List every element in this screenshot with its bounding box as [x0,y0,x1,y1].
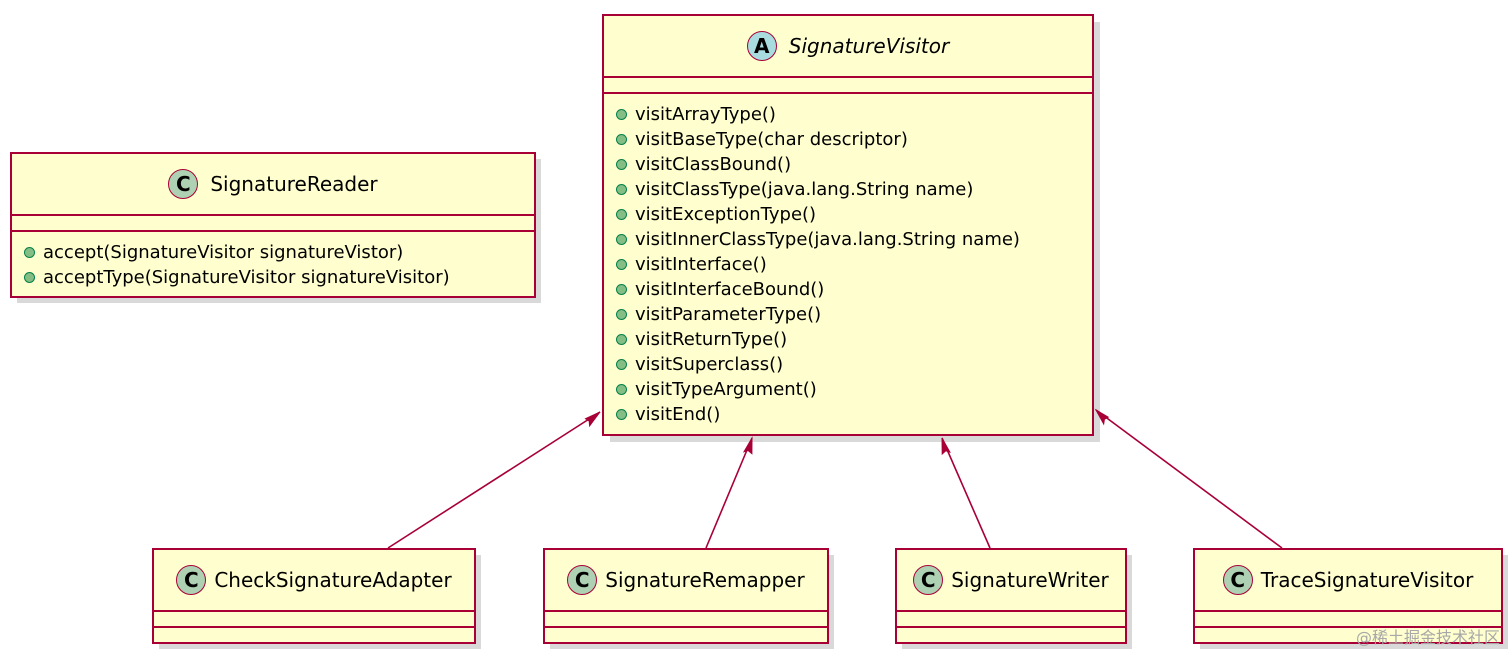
public-method-icon [616,209,627,220]
method-item: visitInnerClassType(java.lang.String nam… [616,227,1092,252]
arrowhead [742,436,753,455]
fields-section [12,216,534,232]
arrowhead [941,437,951,456]
method-item: visitTypeArgument() [616,377,1092,402]
check-signature-adapter-class: C CheckSignatureAdapter [152,548,476,644]
watermark: @稀土掘金技术社区 [1355,628,1500,647]
public-method-icon [616,234,627,245]
class-header: A SignatureVisitor [604,16,1092,78]
abstract-class-badge-icon: A [746,31,777,61]
methods-section [545,628,827,642]
method-item: visitInterfaceBound() [616,277,1092,302]
public-method-icon [616,159,627,170]
edge-signature-remapper [705,437,753,549]
class-header: C CheckSignatureAdapter [154,550,474,612]
public-method-icon [616,309,627,320]
public-method-icon [616,259,627,270]
edge-signature-writer [941,437,991,549]
public-method-icon [616,284,627,295]
class-name: SignatureRemapper [605,568,805,592]
trace-signature-visitor-class: C TraceSignatureVisitor [1193,548,1503,644]
signature-writer-class: C SignatureWriter [895,548,1127,644]
class-badge-icon: C [913,565,944,595]
method-item: accept(SignatureVisitor signatureVistor) [24,240,534,265]
class-name: SignatureReader [210,172,378,196]
fields-section [604,78,1092,94]
class-name: CheckSignatureAdapter [214,568,452,592]
class-name: SignatureWriter [951,568,1109,592]
method-item: visitExceptionType() [616,202,1092,227]
public-method-icon [616,109,627,120]
public-method-icon [616,184,627,195]
methods-section: accept(SignatureVisitor signatureVistor)… [12,232,534,296]
method-item: visitSuperclass() [616,352,1092,377]
fields-section [1195,612,1501,628]
class-name: TraceSignatureVisitor [1260,568,1474,592]
fields-section [154,612,474,628]
public-method-icon [24,247,35,258]
method-item: visitClassBound() [616,152,1092,177]
public-method-icon [616,359,627,370]
public-method-icon [24,272,35,283]
methods-section [154,628,474,642]
public-method-icon [616,409,627,420]
class-header: C SignatureRemapper [545,550,827,612]
public-method-icon [616,384,627,395]
signature-reader-class: C SignatureReader accept(SignatureVisito… [10,152,536,298]
class-badge-icon: C [1222,565,1253,595]
edge-check-signature-adapter [387,411,601,549]
class-name: SignatureVisitor [788,34,950,58]
fields-section [897,612,1125,628]
methods-section: visitArrayType() visitBaseType(char desc… [604,94,1092,433]
edge-trace-signature-visitor [1095,409,1283,549]
signature-visitor-class: A SignatureVisitor visitArrayType() visi… [602,14,1094,436]
method-item: visitEnd() [616,402,1092,427]
arrowhead [584,411,601,428]
class-header: C SignatureWriter [897,550,1125,612]
method-item: visitArrayType() [616,102,1092,127]
public-method-icon [616,334,627,345]
class-badge-icon: C [176,565,207,595]
method-item: visitReturnType() [616,327,1092,352]
method-item: visitParameterType() [616,302,1092,327]
methods-section [897,628,1125,642]
method-item: visitBaseType(char descriptor) [616,127,1092,152]
public-method-icon [616,134,627,145]
signature-remapper-class: C SignatureRemapper [543,548,829,644]
class-badge-icon: C [168,169,199,199]
method-item: visitClassType(java.lang.String name) [616,177,1092,202]
method-item: acceptType(SignatureVisitor signatureVis… [24,265,534,290]
fields-section [545,612,827,628]
arrowhead [1094,408,1110,426]
class-header: C TraceSignatureVisitor [1195,550,1501,612]
class-badge-icon: C [567,565,598,595]
method-item: visitInterface() [616,252,1092,277]
class-header: C SignatureReader [12,154,534,216]
